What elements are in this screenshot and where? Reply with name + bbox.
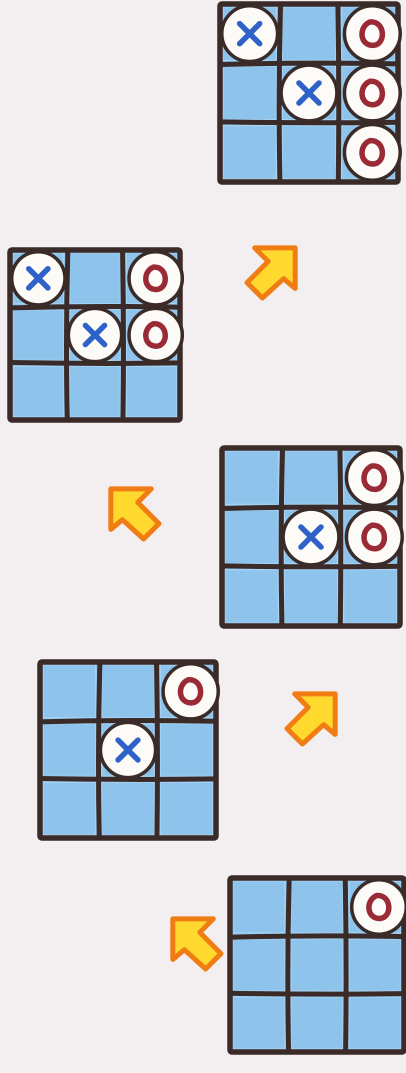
o-token xyxy=(129,308,182,361)
x-token xyxy=(68,308,121,361)
board-cell xyxy=(225,510,278,563)
arrow-up-left-icon xyxy=(173,919,221,969)
arrow-up-left-icon xyxy=(111,489,159,539)
board-cell xyxy=(233,881,285,933)
token-disc xyxy=(344,6,400,62)
o-token xyxy=(344,65,400,121)
arrow-up-right-icon xyxy=(287,694,335,744)
o-token xyxy=(344,6,400,62)
board-cell xyxy=(43,782,96,835)
grid-line-horizontal xyxy=(230,936,404,937)
board-cell xyxy=(70,253,121,304)
arrow-shape xyxy=(287,694,335,744)
board-cell xyxy=(43,724,96,777)
board-cell xyxy=(225,570,278,623)
board-cell xyxy=(291,997,343,1049)
o-token xyxy=(129,252,182,305)
x-token xyxy=(12,252,65,305)
board-cell xyxy=(102,665,155,718)
board-cell xyxy=(160,724,213,777)
board-cell xyxy=(282,7,335,60)
board-cell xyxy=(291,881,343,933)
board-cell xyxy=(160,782,213,835)
board-cell xyxy=(344,570,397,623)
board-cell xyxy=(126,366,177,417)
x-token xyxy=(222,6,278,62)
board-cell xyxy=(349,997,401,1049)
o-token xyxy=(163,664,218,719)
board-cell xyxy=(284,570,337,623)
o-token xyxy=(352,880,406,935)
board-cell xyxy=(223,126,276,179)
grid-line-vertical xyxy=(345,878,346,1052)
board-step-1 xyxy=(230,878,406,1052)
arrow-shape xyxy=(247,248,295,298)
token-disc xyxy=(129,252,182,305)
board-step-5 xyxy=(220,4,400,182)
board-cell xyxy=(102,782,155,835)
board-step-2 xyxy=(40,662,218,838)
board-cell xyxy=(223,66,276,119)
grid-line-horizontal xyxy=(230,993,404,994)
token-disc xyxy=(346,450,402,506)
o-token xyxy=(346,509,402,565)
board-step-3 xyxy=(222,448,402,626)
board-cell xyxy=(349,939,401,991)
board-cell xyxy=(225,451,278,504)
board-cell xyxy=(282,126,335,179)
board-cell xyxy=(233,939,285,991)
o-token xyxy=(346,450,402,506)
grid-line-vertical xyxy=(288,878,289,1052)
token-disc xyxy=(344,124,400,180)
token-disc xyxy=(344,65,400,121)
board-cell xyxy=(291,939,343,991)
token-disc xyxy=(129,308,182,361)
arrow-shape xyxy=(173,919,221,969)
board-step-4 xyxy=(10,250,182,420)
arrow-up-right-icon xyxy=(247,248,295,298)
x-token xyxy=(100,722,155,777)
o-token xyxy=(344,124,400,180)
token-disc xyxy=(346,509,402,565)
token-disc xyxy=(163,664,218,719)
board-cell xyxy=(13,310,64,361)
arrow-shape xyxy=(111,489,159,539)
board-cell xyxy=(13,366,64,417)
x-token xyxy=(283,509,339,565)
board-cell xyxy=(284,451,337,504)
token-disc xyxy=(352,880,406,935)
board-cell xyxy=(43,665,96,718)
board-cell xyxy=(233,997,285,1049)
board-cell xyxy=(70,366,121,417)
x-token xyxy=(281,65,337,121)
